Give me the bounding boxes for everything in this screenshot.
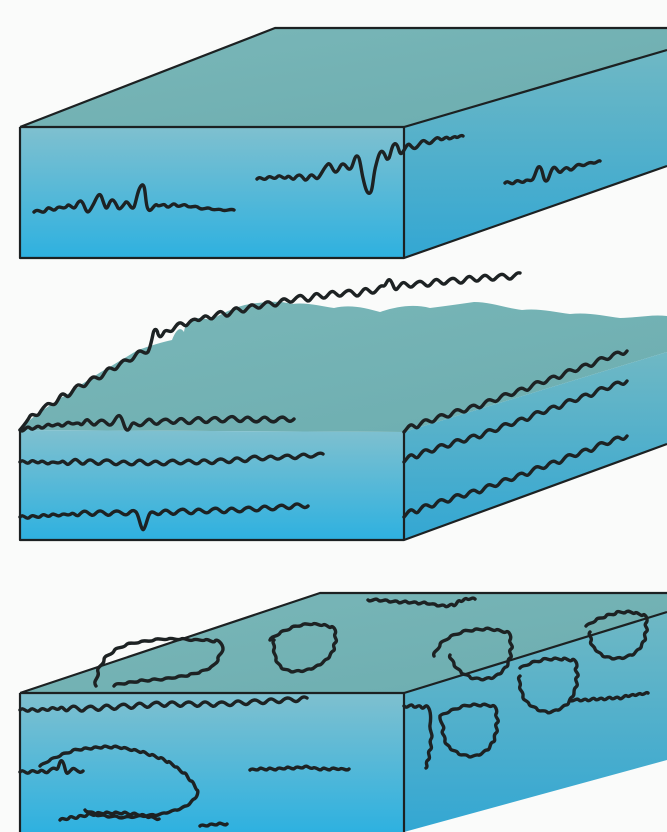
slab-top-face: [20, 301, 667, 432]
slab-front-face: [20, 430, 404, 540]
layer-chain-front-1: [18, 414, 296, 433]
network-chain-front-2: [18, 759, 351, 775]
layer-boundary-chain-top: [18, 271, 522, 432]
slab-edges: [18, 430, 667, 542]
slab-isolated-chains: [18, 26, 667, 260]
network-chain-side-tail: [402, 690, 650, 770]
slab-edges: [18, 591, 667, 832]
network-loop-side-upper: [432, 626, 514, 682]
layer-chain-front-3: [18, 502, 310, 532]
polymer-chain-1: [32, 183, 236, 214]
slab-entangled-network: [18, 591, 667, 832]
layer-chain-side-2: [402, 379, 629, 464]
network-loop-side-right: [584, 609, 649, 661]
network-loop-side-lower: [438, 702, 500, 759]
layer-chain-side-3: [402, 434, 629, 519]
slab-edges: [18, 26, 667, 260]
slab-top-face: [20, 593, 667, 693]
slab-top-face: [20, 28, 667, 127]
slab-front-face: [20, 127, 404, 258]
layer-chain-side-1: [402, 349, 629, 434]
network-chain-top-right: [366, 596, 477, 609]
network-chain-front-1: [18, 695, 309, 713]
network-loop-top-center: [268, 621, 339, 674]
polymer-chain-2: [255, 133, 465, 195]
network-chain-front-3: [58, 810, 229, 828]
slab-side-face: [404, 50, 667, 258]
polymer-chain-3: [503, 159, 602, 186]
slab-side-face: [404, 612, 667, 832]
layer-chain-front-2: [18, 451, 325, 467]
network-loop-side-middle: [516, 656, 580, 715]
slab-front-face: [20, 693, 404, 832]
network-loop-top-left: [93, 636, 225, 688]
slab-layered-chains: [18, 271, 667, 542]
